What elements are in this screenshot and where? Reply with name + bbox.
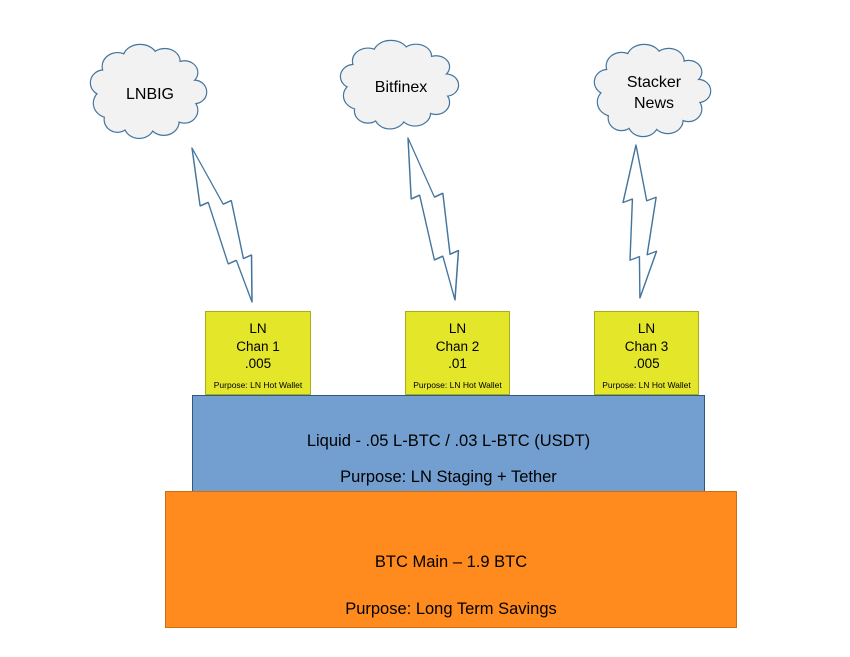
lightning-bolt-2 xyxy=(383,137,488,301)
lightning-bolt-3 xyxy=(611,144,673,299)
cloud-label-bitfinex: Bitfinex xyxy=(374,78,428,96)
liquid-wallet-box: Liquid - .05 L-BTC / .03 L-BTC (USDT) Pu… xyxy=(192,395,705,492)
lightning-bolt-1 xyxy=(167,147,285,303)
channel-1-line1: LN xyxy=(249,321,267,336)
channel-2-line2: Chan 2 xyxy=(435,338,480,354)
cloud-label-lnbig: LNBIG xyxy=(125,85,174,103)
channel-1-line2: Chan 1 xyxy=(236,338,280,354)
channel-3-line2: Chan 3 xyxy=(624,338,669,354)
ln-channel-1-box: LN Chan 1 .005 Purpose: LN Hot Wallet xyxy=(205,311,311,395)
liquid-purpose: Purpose: LN Staging + Tether xyxy=(340,468,557,486)
channel-3-line3: .005 xyxy=(633,356,660,372)
channel-2-line1: LN xyxy=(448,321,467,336)
cloud-stacker-news: Stacker News xyxy=(590,43,718,144)
liquid-title: Liquid - .05 L-BTC / .03 L-BTC (USDT) xyxy=(306,432,591,450)
channel-2-line3: .01 xyxy=(448,356,467,372)
channel-1-line3: .005 xyxy=(244,356,272,372)
ln-channel-3-box: LN Chan 3 .005 Purpose: LN Hot Wallet xyxy=(594,311,699,395)
btc-main-purpose: Purpose: Long Term Savings xyxy=(345,600,557,618)
cloud-bitfinex: Bitfinex xyxy=(336,39,466,136)
channel-3-purpose: Purpose: LN Hot Wallet xyxy=(602,379,691,390)
btc-main-box: BTC Main – 1.9 BTC Purpose: Long Term Sa… xyxy=(165,491,737,628)
cloud-lnbig: LNBIG xyxy=(86,43,214,146)
cloud-label-stacker-news: Stacker News xyxy=(626,74,682,112)
btc-main-title: BTC Main – 1.9 BTC xyxy=(374,553,528,571)
channel-2-purpose: Purpose: LN Hot Wallet xyxy=(413,379,502,390)
channel-3-line1: LN xyxy=(637,321,656,336)
channel-1-purpose: Purpose: LN Hot Wallet xyxy=(213,379,303,390)
ln-channel-2-box: LN Chan 2 .01 Purpose: LN Hot Wallet xyxy=(405,311,510,395)
